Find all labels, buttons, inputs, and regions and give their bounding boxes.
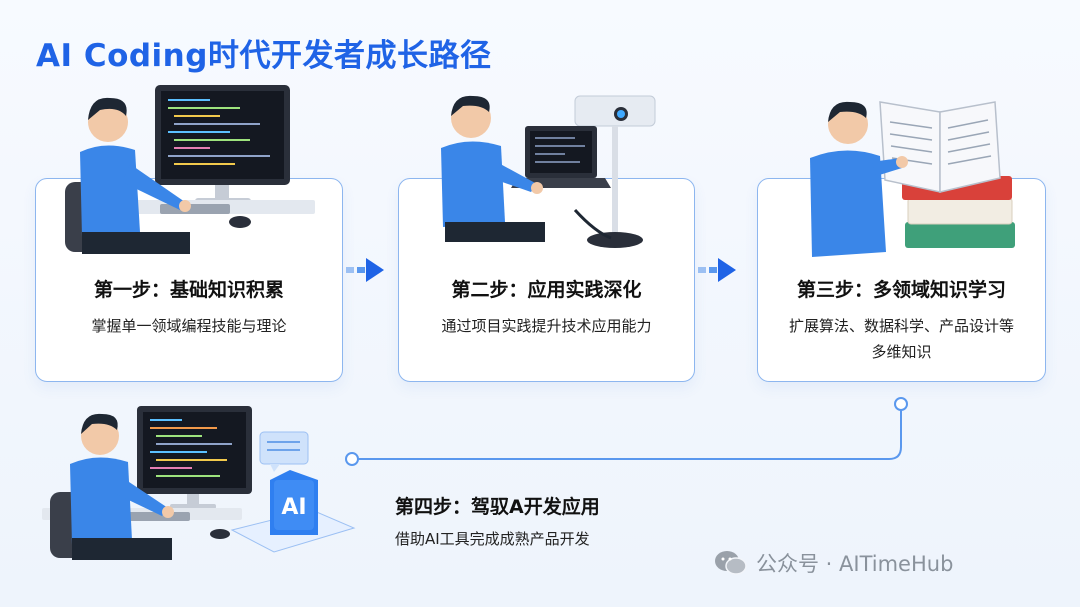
watermark: 公众号 · AITimeHub xyxy=(714,548,953,578)
wechat-icon xyxy=(715,551,747,575)
step-3-title: 第三步：多领域知识学习 xyxy=(796,279,1006,301)
step-2-description: 通过项目实践提升技术应用能力 xyxy=(441,317,652,335)
step-2-card: 第二步：应用实践深化 通过项目实践提升技术应用能力 xyxy=(398,178,695,382)
step-4-title: 第四步：驾驭A开发应用 xyxy=(395,496,600,518)
step-4-description: 借助AI工具完成成熟产品开发 xyxy=(395,530,590,548)
reader-with-books-illustration xyxy=(810,101,1015,257)
arrow-right-icon xyxy=(346,258,384,282)
step-2-title: 第二步：应用实践深化 xyxy=(451,279,642,301)
step-3-description: 扩展算法、数据科学、产品设计等多维知识 xyxy=(788,317,1014,361)
page-title: AI Coding时代开发者成长路径 xyxy=(36,38,492,74)
developer-desktop-illustration xyxy=(65,85,315,254)
developer-laptop-projector-illustration xyxy=(441,95,656,248)
watermark-text: 公众号 · AITimeHub xyxy=(756,552,954,576)
arrow-right-icon xyxy=(698,258,736,282)
ai-developer-illustration: AI xyxy=(42,406,356,560)
step-connector-line xyxy=(345,397,908,466)
ai-badge-label: AI xyxy=(281,495,306,520)
step-1-description: 掌握单一领域编程技能与理论 xyxy=(91,317,287,335)
step-1-title: 第一步：基础知识积累 xyxy=(93,279,284,301)
